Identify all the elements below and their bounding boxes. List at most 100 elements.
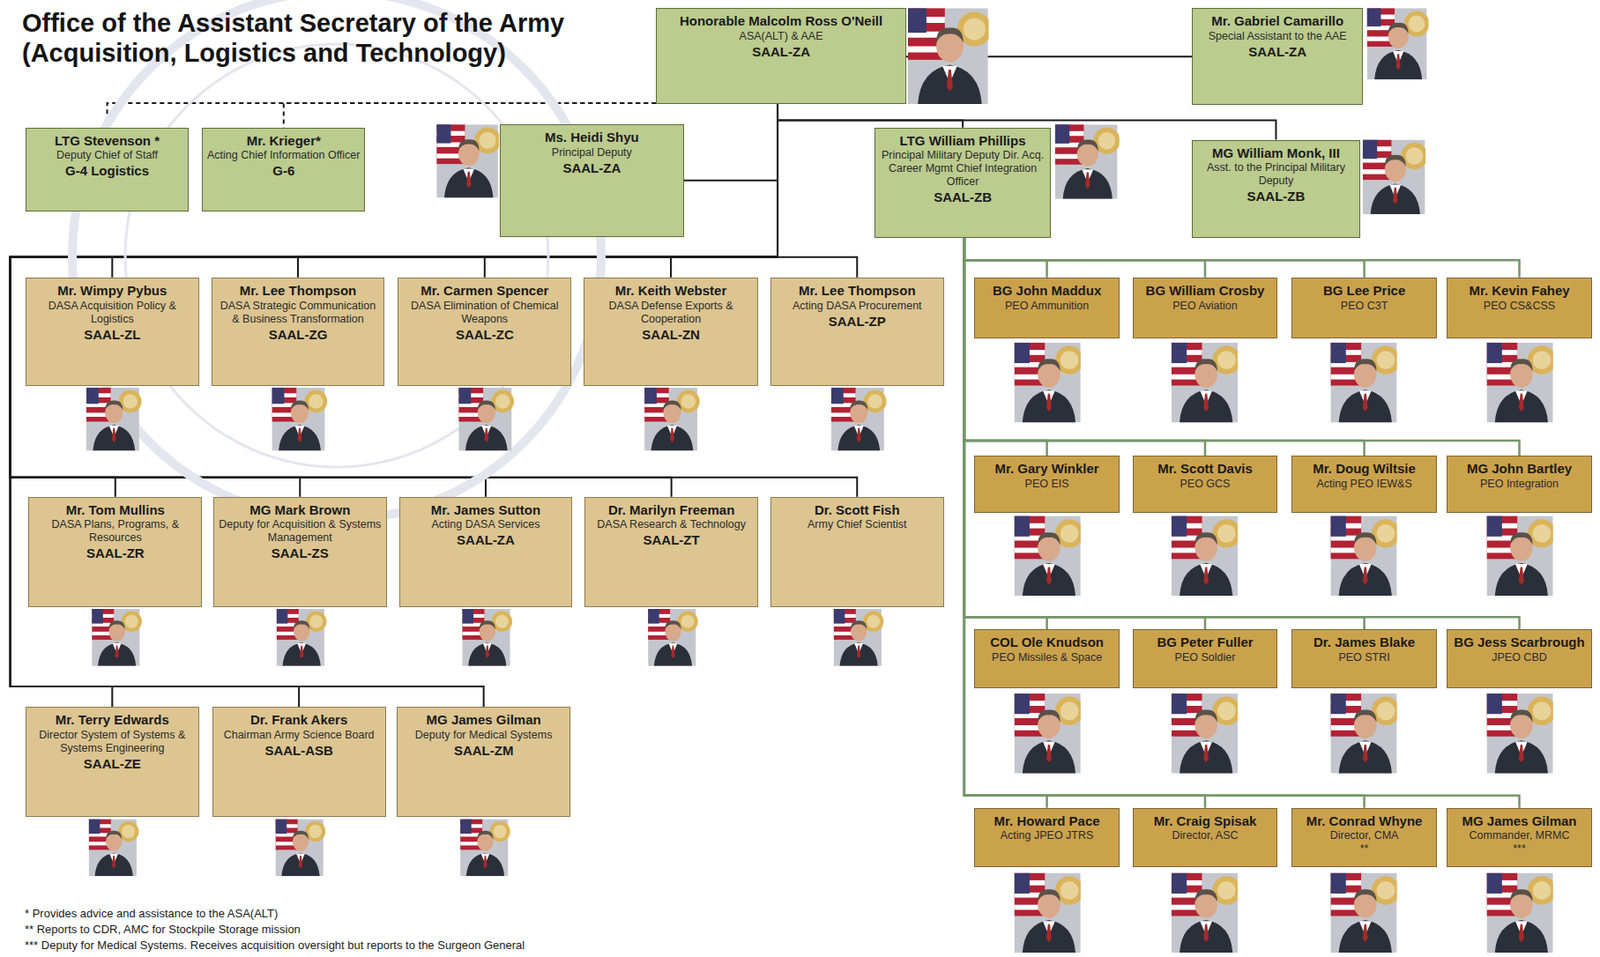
portrait-photo — [458, 387, 514, 452]
reporting-line — [964, 238, 1365, 457]
org-box: Mr. Krieger*Acting Chief Information Off… — [201, 127, 365, 212]
org-box: Mr. Howard PaceActing JPEO JTRS — [974, 808, 1119, 868]
person-name: LTG William Phillips — [878, 133, 1047, 150]
office-symbol: SAAL-ZC — [401, 326, 567, 344]
position-title: PEO Ammunition — [976, 299, 1117, 313]
org-box: BG Jess ScarbroughJPEO CBD — [1446, 629, 1592, 689]
org-box: COL Ole KnudsonPEO Missiles & Space — [974, 629, 1119, 689]
position-title: Army Chief Scientist — [774, 518, 940, 532]
person-name: Mr. Kevin Fahey — [1449, 282, 1589, 300]
office-symbol: SAAL-ASB — [216, 742, 382, 760]
position-title: JPEO CBD — [1449, 651, 1589, 665]
office-symbol: SAAL-ZT — [588, 531, 754, 550]
reporting-line — [964, 238, 1206, 457]
org-box: MG John BartleyPEO Integration — [1446, 455, 1592, 514]
person-name: BG Jess Scarbrough — [1449, 634, 1589, 652]
office-symbol: SAAL-ZG — [215, 326, 381, 344]
person-name: Mr. Terry Edwards — [29, 712, 195, 730]
office-symbol: SAAL-ZB — [878, 188, 1047, 207]
org-box: BG Lee PricePEO C3T — [1291, 277, 1437, 339]
office-symbol: SAAL-ZA — [1196, 43, 1359, 61]
position-title: Director, CMA — [1294, 829, 1434, 843]
position-title: ASA(ALT) & AAE — [660, 29, 902, 44]
org-box: Dr. James BlakePEO STRI — [1291, 629, 1437, 689]
portrait-photo — [1330, 342, 1400, 423]
position-title: PEO CS&CSS — [1449, 299, 1589, 313]
reporting-line — [10, 104, 778, 498]
org-box: Mr. Conrad WhyneDirector, CMA** — [1291, 808, 1437, 868]
person-name: Mr. Howard Pace — [976, 813, 1117, 831]
reporting-line — [10, 104, 858, 498]
position-title: DASA Defense Exports & Cooperation — [587, 299, 754, 327]
person-name: Mr. Conrad Whyne — [1294, 813, 1434, 831]
portrait-photo — [1171, 516, 1242, 596]
portrait-photo — [907, 7, 992, 105]
portrait-photo — [1171, 342, 1242, 423]
person-name: Mr. Lee Thompson — [215, 282, 381, 300]
org-box: BG William CrosbyPEO Aviation — [1132, 277, 1278, 339]
person-name: Mr. Scott Davis — [1135, 461, 1275, 478]
portrait-photo — [1362, 140, 1429, 215]
person-name: MG William Monk, III — [1196, 145, 1356, 163]
org-box: BG Peter FullerPEO Soldier — [1132, 629, 1278, 689]
reporting-line — [10, 104, 778, 498]
person-name: MG James Gilman — [1449, 813, 1589, 831]
portrait-photo — [833, 609, 885, 667]
reporting-line — [777, 104, 857, 278]
seal-ring — [72, 0, 602, 521]
office-symbol: SAAL-ZS — [217, 544, 383, 563]
org-box: Mr. Gary WinklerPEO EIS — [974, 455, 1119, 514]
org-box: Mr. Kevin FaheyPEO CS&CSS — [1446, 277, 1592, 339]
watermark-seal — [72, 0, 602, 521]
portrait-photo — [86, 387, 142, 452]
position-title: PEO STRI — [1294, 651, 1434, 665]
person-name: BG Peter Fuller — [1135, 634, 1275, 652]
person-name: MG John Bartley — [1449, 461, 1589, 478]
portrait-photo — [275, 818, 327, 877]
person-name: Dr. James Blake — [1294, 634, 1434, 652]
reporting-line — [10, 104, 778, 498]
person-name: Mr. Gary Winkler — [976, 461, 1117, 478]
org-box: Mr. Lee ThompsonDASA Strategic Communica… — [211, 277, 386, 387]
reporting-line — [10, 104, 778, 498]
position-title: DASA Acquisition Policy & Logistics — [29, 299, 195, 327]
position-title: Deputy Chief of Staff — [29, 148, 185, 163]
reporting-line — [964, 238, 1520, 457]
position-title: Acting PEO IEW&S — [1294, 477, 1434, 492]
org-box: Mr. Keith WebsterDASA Defense Exports & … — [583, 277, 759, 387]
office-symbol: SAAL-ZA — [660, 43, 902, 61]
org-box: Mr. Gabriel CamarilloSpecial Assistant t… — [1191, 7, 1363, 105]
reporting-line — [10, 104, 778, 707]
portrait-photo — [462, 609, 514, 667]
org-box: Mr. Carmen SpencerDASA Elimination of Ch… — [397, 277, 572, 387]
person-name: Mr. Doug Wiltsie — [1294, 461, 1434, 478]
position-title: Commander, MRMC — [1449, 829, 1589, 843]
person-name: Ms. Heidi Shyu — [504, 129, 679, 147]
person-name: Mr. James Sutton — [403, 502, 569, 520]
portrait-photo — [1330, 873, 1400, 953]
portrait-photo — [1014, 693, 1085, 774]
portrait-photo — [831, 387, 887, 452]
org-box: Dr. Marilyn FreemanDASA Research & Techn… — [584, 497, 759, 608]
portrait-photo — [276, 609, 328, 667]
org-box: MG Mark BrownDeputy for Acquisition & Sy… — [213, 497, 387, 608]
org-box: Mr. Lee ThompsonActing DASA ProcurementS… — [770, 277, 945, 387]
portrait-photo — [1486, 342, 1556, 423]
reporting-line — [964, 238, 1520, 809]
portrait-photo — [1014, 516, 1085, 596]
org-box: Dr. Frank AkersChairman Army Science Boa… — [212, 706, 387, 818]
reporting-line — [964, 238, 1048, 278]
position-title: Principal Military Deputy Dir. Acq. Care… — [878, 148, 1047, 189]
org-box: Mr. Wimpy PybusDASA Acquisition Policy &… — [25, 277, 200, 387]
position-title: *** — [1449, 842, 1589, 856]
office-symbol: SAAL-ZR — [32, 544, 198, 563]
reporting-line — [684, 104, 778, 181]
footnote: * Provides advice and assistance to the … — [24, 906, 278, 922]
person-name: Mr. Wimpy Pybus — [29, 282, 195, 300]
portrait-photo — [91, 609, 142, 667]
footnote: ** Reports to CDR, AMC for Stockpile Sto… — [24, 922, 301, 938]
position-title: PEO Missiles & Space — [976, 651, 1117, 665]
office-symbol: SAAL-ZA — [504, 159, 679, 178]
reporting-line — [297, 104, 778, 278]
